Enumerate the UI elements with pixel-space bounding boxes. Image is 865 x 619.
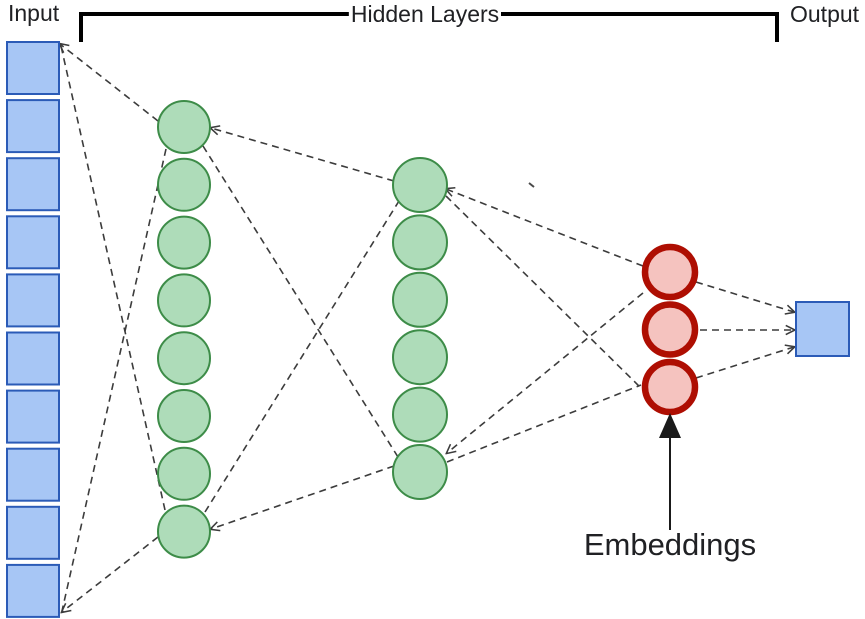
connector-line — [62, 536, 159, 612]
hidden-1-node — [157, 273, 211, 328]
hidden-1-node — [157, 215, 211, 270]
layer-output — [795, 301, 850, 357]
hidden-1-node — [157, 157, 211, 212]
input-node — [6, 99, 60, 154]
connector-line — [202, 145, 399, 458]
connector-line — [695, 281, 794, 312]
connector-line — [447, 292, 644, 453]
connector-line — [445, 195, 642, 389]
output-label: Output — [790, 1, 860, 27]
hidden-layers-bracket — [79, 12, 779, 42]
hidden-1-node — [157, 446, 211, 501]
hidden-1-node — [157, 100, 211, 154]
hidden-2-node — [392, 157, 448, 213]
hidden-2-node — [392, 271, 448, 328]
input-node — [6, 505, 60, 560]
hidden-1-node — [157, 331, 211, 386]
connector-line — [211, 465, 395, 529]
embeddings-node — [641, 301, 699, 358]
layer-embeddings — [641, 243, 699, 416]
connector-line — [60, 45, 166, 511]
hidden-1-node — [157, 389, 211, 443]
connector-line — [446, 189, 644, 267]
connector-line — [211, 128, 395, 182]
connector-line — [61, 148, 167, 612]
output-node — [795, 301, 850, 357]
embeddings-node — [641, 243, 699, 301]
connector-line — [695, 347, 794, 379]
embeddings-callout-arrow — [659, 413, 681, 530]
connections-layer — [60, 44, 794, 612]
hidden-2-node — [392, 386, 448, 443]
embeddings-label: Embeddings — [583, 527, 757, 562]
layer-input — [6, 41, 60, 618]
callout-arrow-head-icon — [659, 413, 681, 438]
hidden-1-node — [157, 504, 211, 559]
input-node — [6, 273, 60, 328]
input-node — [6, 563, 60, 618]
input-node — [6, 157, 60, 212]
hidden-layers-label: Hidden Layers — [348, 1, 502, 28]
input-label: Input — [8, 0, 60, 26]
connector-line — [60, 44, 159, 122]
input-node — [6, 41, 60, 95]
hidden-2-node — [392, 329, 448, 386]
input-node — [6, 447, 60, 502]
bracket-right-segment — [501, 12, 779, 42]
input-node — [6, 331, 60, 386]
hidden-2-node — [392, 444, 448, 500]
connector-line — [446, 384, 642, 463]
bracket-left-segment — [79, 12, 349, 42]
layer-hidden-2 — [392, 157, 448, 500]
stray-mark — [528, 182, 535, 188]
input-node — [6, 389, 60, 444]
connector-line — [204, 200, 400, 513]
hidden-2-node — [392, 214, 448, 271]
layer-hidden-1 — [157, 100, 211, 559]
embeddings-node — [641, 358, 699, 416]
input-node — [6, 215, 60, 270]
